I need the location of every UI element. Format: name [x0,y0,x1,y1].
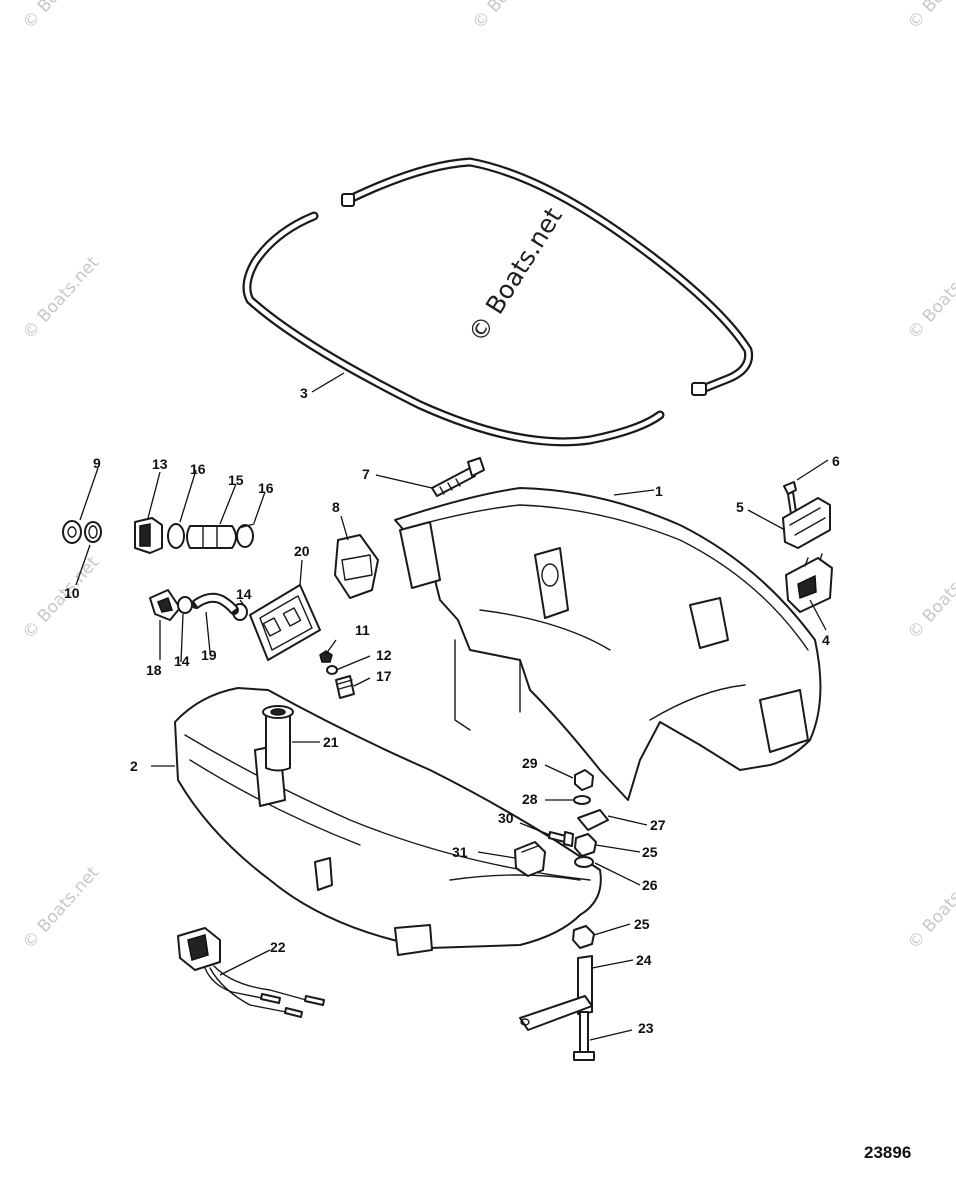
callout-13: 13 [152,456,168,472]
part-9-10-plug-and-ring [62,520,102,544]
callout-7: 7 [362,466,370,482]
part-2-bottom-cowl-port [174,687,602,956]
part-21-grommet [262,705,294,772]
part-11-12-17-screw-assembly [319,650,355,699]
callout-23: 23 [638,1020,654,1036]
watermark-small: © Boats.net [19,553,103,644]
callout-25b: 25 [634,916,650,932]
part-23-bolt [573,1011,595,1061]
callout-22: 22 [270,939,286,955]
callout-1: 1 [655,483,663,499]
callout-31: 31 [452,844,468,860]
watermark-small: © Boats.net [19,0,103,33]
part-20-plate [249,584,321,661]
callout-2: 2 [130,758,138,774]
callout-4: 4 [822,632,830,648]
part-19-hose [191,592,239,615]
callout-26: 26 [642,877,658,893]
watermark-small: © Boats.net [904,553,956,644]
part-22-wiring-harness [177,927,325,1018]
callout-30: 30 [498,810,514,826]
callout-16a: 16 [190,461,206,477]
watermark-small: © Boats.net [19,863,103,954]
part-16-clamp [167,523,255,549]
callout-5: 5 [736,499,744,515]
callout-11: 11 [355,622,370,638]
part-25-nut-upper [574,833,597,857]
part-1-bottom-cowl-starboard [394,487,822,801]
part-25-nut-lower [572,925,595,949]
leader-lines [75,372,829,1041]
part-15-hose [186,525,237,549]
callout-18: 18 [146,662,162,678]
part-5-latch-cover [782,497,831,549]
part-29-nut [574,769,594,791]
part-18-fitting [149,589,181,621]
part-31-bracket [514,841,546,877]
part-7-bolt [431,457,485,497]
part-13-fitting [134,517,163,554]
callout-19: 19 [201,647,217,663]
part-30-screw [548,831,574,847]
callout-17: 17 [376,668,392,684]
callout-8: 8 [332,499,340,515]
watermark-small: © Boats.net [904,0,956,33]
callout-3: 3 [300,385,308,401]
callout-24: 24 [636,952,652,968]
watermark-small: © Boats.net [469,0,553,33]
callout-21: 21 [323,734,339,750]
watermark-small: © Boats.net [904,863,956,954]
callout-28: 28 [522,791,538,807]
part-26-washer [574,856,594,868]
watermark-small: © Boats.net [904,253,956,344]
callout-labels: 1 2 3 4 5 6 7 8 9 10 11 12 13 14 14 15 1… [64,385,840,1036]
callout-16b: 16 [258,480,274,496]
callout-12: 12 [376,647,392,663]
callout-6: 6 [832,453,840,469]
watermark-small: © Boats.net [19,253,103,344]
callout-9: 9 [93,455,101,471]
callout-14a: 14 [174,653,190,669]
callout-25a: 25 [642,844,658,860]
part-27-clip [577,809,609,831]
callout-29: 29 [522,755,538,771]
part-3-cowl-seal [242,157,754,447]
callout-14b: 14 [236,586,252,602]
part-6-screw [783,481,797,515]
figure-number: 23896 [864,1143,911,1162]
callout-10: 10 [64,585,80,601]
part-24-lever [519,955,593,1031]
callout-20: 20 [294,543,310,559]
callout-27: 27 [650,817,666,833]
part-4-latch [785,553,833,613]
callout-15: 15 [228,472,244,488]
part-8-bracket [334,534,379,599]
part-28-washer [573,795,591,805]
